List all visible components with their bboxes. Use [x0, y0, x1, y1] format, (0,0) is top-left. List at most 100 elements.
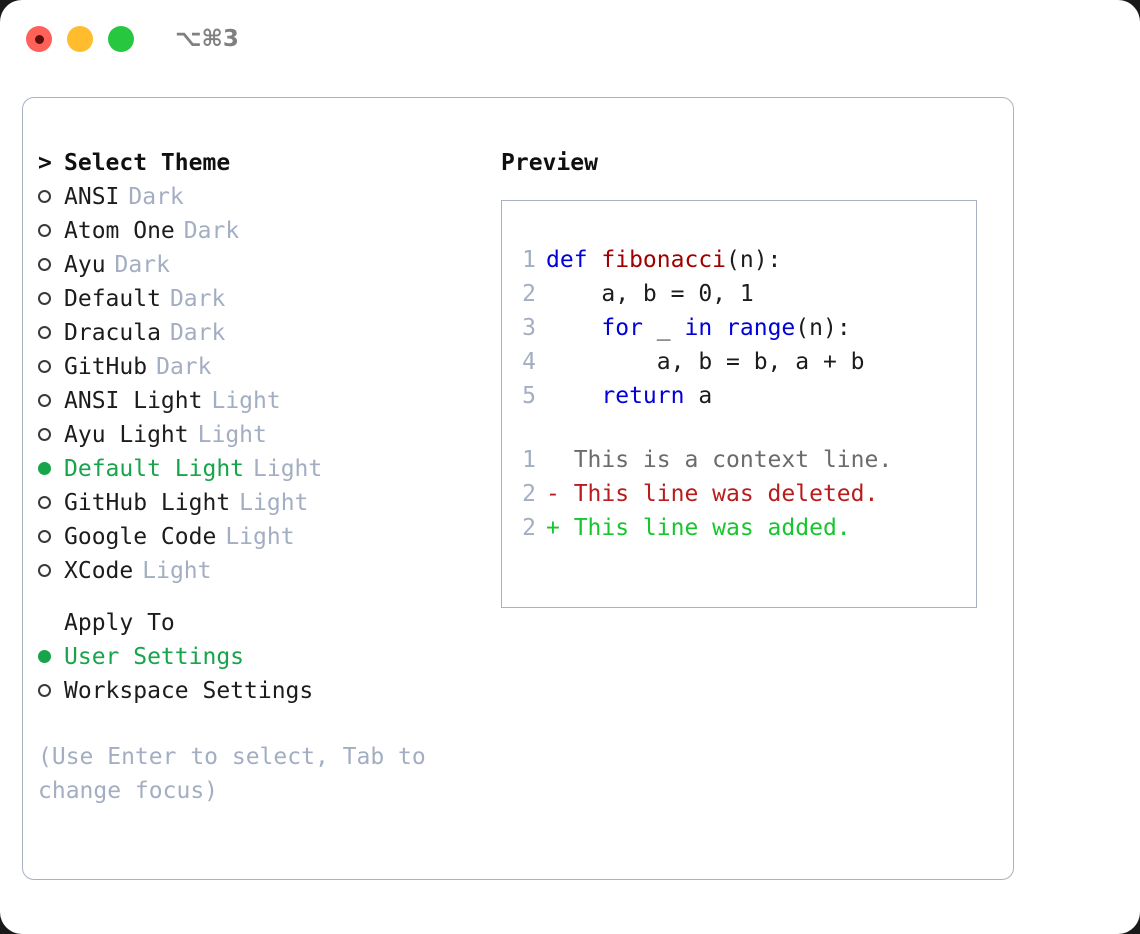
theme-option-default[interactable]: Default Dark [38, 282, 498, 316]
theme-variant-tag: Light [253, 456, 323, 482]
keyboard-shortcut-label: ⌥⌘3 [175, 26, 239, 52]
title-bar: ⌥⌘3 [0, 0, 1140, 78]
line-number: 2 [522, 281, 536, 307]
theme-option-label: Default Light [64, 456, 245, 482]
theme-option-label: GitHub Light [64, 490, 231, 516]
theme-variant-tag: Light [211, 388, 281, 414]
theme-option-label: Default [64, 286, 161, 312]
theme-option-default-light[interactable]: Default Light Light [38, 452, 498, 486]
code-token-kw: def [546, 247, 602, 273]
theme-option-github-light[interactable]: GitHub Light Light [38, 486, 498, 520]
theme-option-xcode[interactable]: XCode Light [38, 554, 498, 588]
diff-line-ctx: 1 This is a context line. [502, 443, 976, 477]
code-token-pl: (n): [795, 315, 851, 341]
theme-variant-tag: Dark [169, 286, 226, 312]
theme-option-label: Dracula [64, 320, 161, 346]
code-token-pl [546, 383, 601, 409]
apply-to-option-user-settings[interactable]: User Settings [38, 640, 498, 674]
code-text: for _ in range(n): [546, 311, 851, 345]
theme-option-label: GitHub [64, 354, 148, 380]
theme-option-label: Atom One [64, 218, 175, 244]
line-number: 1 [522, 447, 536, 473]
line-number: 5 [522, 383, 536, 409]
diff-sample: 1 This is a context line. 2 - This line wa… [502, 443, 976, 545]
theme-variant-tag: Light [197, 422, 267, 448]
page-title: Select Theme [64, 150, 231, 176]
code-token-pl: _ [642, 315, 685, 341]
theme-variant-tag: Light [225, 524, 295, 550]
minimize-button[interactable] [67, 26, 93, 52]
code-token-pl: (n): [726, 247, 782, 273]
diff-line-del: 2 - This line was deleted. [502, 477, 976, 511]
theme-variant-tag: Dark [183, 218, 240, 244]
theme-option-dracula[interactable]: Dracula Dark [38, 316, 498, 350]
maximize-button[interactable] [108, 26, 134, 52]
diff-text: + This line was added. [546, 515, 851, 541]
diff-text: - This line was deleted. [546, 481, 879, 507]
theme-option-label: ANSI [64, 184, 120, 210]
radio-unselected-icon[interactable] [38, 554, 64, 588]
line-number: 3 [522, 315, 536, 341]
radio-unselected-icon[interactable] [38, 180, 64, 214]
code-text: return a [546, 379, 712, 413]
code-token-pl: a, b = 0, 1 [546, 281, 754, 307]
code-line: 5 return a [502, 379, 976, 413]
radio-unselected-icon[interactable] [38, 486, 64, 520]
theme-option-ansi[interactable]: ANSI Dark [38, 180, 498, 214]
code-token-kw: range [726, 315, 796, 341]
apply-to-option-label: Workspace Settings [64, 678, 314, 704]
select-theme-header: > Select Theme [38, 146, 498, 180]
line-number: 2 [522, 515, 536, 541]
radio-unselected-icon[interactable] [38, 674, 64, 708]
radio-selected-icon[interactable] [38, 640, 64, 674]
theme-option-label: XCode [64, 558, 134, 584]
keyboard-hint-text: (Use Enter to select, Tab to change focu… [38, 744, 440, 804]
radio-unselected-icon[interactable] [38, 350, 64, 384]
code-token-kw: return [601, 383, 685, 409]
radio-unselected-icon[interactable] [38, 520, 64, 554]
code-line: 2 a, b = 0, 1 [502, 277, 976, 311]
radio-unselected-icon[interactable] [38, 384, 64, 418]
code-token-pl: a, b = b, a + b [546, 349, 865, 375]
apply-to-option-workspace-settings[interactable]: Workspace Settings [38, 674, 498, 708]
code-text: def fibonacci(n): [546, 243, 781, 277]
preview-title: Preview [501, 150, 598, 176]
radio-selected-icon[interactable] [38, 452, 64, 486]
code-line: 4 a, b = b, a + b [502, 345, 976, 379]
radio-unselected-icon[interactable] [38, 418, 64, 452]
radio-unselected-icon[interactable] [38, 282, 64, 316]
close-button[interactable] [26, 26, 52, 52]
theme-variant-tag: Dark [128, 184, 184, 210]
code-text: a, b = b, a + b [546, 345, 865, 379]
radio-unselected-icon[interactable] [38, 248, 64, 282]
theme-variant-tag: Dark [169, 320, 226, 346]
section-spacer [38, 588, 498, 606]
apply-to-option-label: User Settings [64, 644, 245, 670]
theme-option-google-code[interactable]: Google Code Light [38, 520, 498, 554]
diff-text: This is a context line. [546, 447, 893, 473]
code-text: a, b = 0, 1 [546, 277, 754, 311]
theme-variant-tag: Light [142, 558, 212, 584]
code-line: 3 for _ in range(n): [502, 311, 976, 345]
radio-unselected-icon[interactable] [38, 316, 64, 350]
theme-variant-tag: Dark [114, 252, 170, 278]
theme-option-label: Google Code [64, 524, 217, 550]
code-token-kw: in [684, 315, 713, 341]
theme-option-atom-one[interactable]: Atom One Dark [38, 214, 498, 248]
line-number: 2 [522, 481, 536, 507]
code-token-fn: fibonacci [601, 247, 727, 273]
theme-variant-tag: Light [239, 490, 309, 516]
code-token-pl: a [684, 383, 713, 409]
radio-unselected-icon[interactable] [38, 214, 64, 248]
